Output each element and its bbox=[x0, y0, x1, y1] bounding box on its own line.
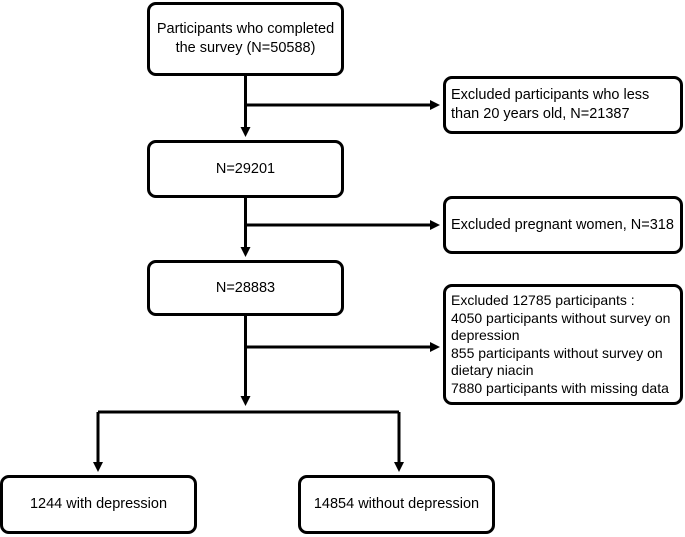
box-participants-completed: Participants who completed the survey (N… bbox=[147, 2, 344, 76]
box-line: Participants who completed bbox=[156, 21, 335, 38]
box-line: 855 participants without survey on bbox=[451, 344, 663, 361]
box-line: Excluded participants who less bbox=[451, 87, 650, 104]
box-line: 1244 with depression bbox=[29, 496, 168, 513]
box-line: Excluded pregnant women, N=318 bbox=[451, 216, 674, 233]
box-without-depression: 14854 without depression bbox=[298, 475, 495, 534]
box-line: than 20 years old, N=21387 bbox=[451, 106, 630, 122]
box-line: depression bbox=[451, 327, 520, 343]
box-line: 14854 without depression bbox=[313, 496, 480, 513]
box-with-depression: 1244 with depression bbox=[0, 475, 197, 534]
box-line: 4050 participants without survey on bbox=[451, 309, 671, 326]
box-exclusion-age: Excluded participants who less than 20 y… bbox=[443, 76, 683, 134]
box-exclusion-pregnant: Excluded pregnant women, N=318 bbox=[443, 196, 683, 254]
box-line: dietary niacin bbox=[451, 362, 534, 378]
box-n29201: N=29201 bbox=[147, 140, 344, 198]
box-exclusion-missing: Excluded 12785 participants : 4050 parti… bbox=[443, 284, 683, 405]
box-line: the survey (N=50588) bbox=[175, 40, 316, 56]
box-line: Excluded 12785 participants : bbox=[451, 292, 635, 308]
box-line: N=29201 bbox=[215, 160, 276, 177]
box-line: 7880 participants with missing data bbox=[451, 379, 669, 396]
box-line: N=28883 bbox=[215, 279, 276, 296]
box-n28883: N=28883 bbox=[147, 260, 344, 316]
